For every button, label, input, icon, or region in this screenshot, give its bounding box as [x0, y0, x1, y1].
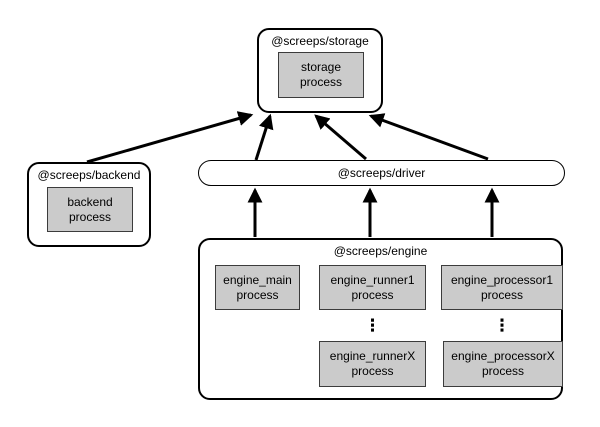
engine-runner1-process-box: engine_runner1 process: [319, 265, 426, 310]
processor-ellipsis: ⋮: [493, 316, 511, 336]
node-storage: @screeps/storage storage process: [257, 28, 383, 113]
engine-runnerX-process-box: engine_runnerX process: [319, 341, 426, 387]
runner-ellipsis: ⋮: [364, 316, 381, 336]
node-driver: @screeps/driver: [198, 160, 565, 186]
arrow-driver-to-storage-right: [368, 113, 489, 161]
engine-processorX-process-box: engine_processorX process: [443, 341, 563, 387]
arrow-backend-to-storage: [86, 111, 254, 164]
arrow-driver-to-storage-left: [254, 113, 274, 161]
node-engine-label: @screeps/engine: [333, 244, 428, 258]
storage-process-box: storage process: [278, 52, 364, 98]
node-backend: @screeps/backend backend process: [27, 162, 151, 247]
node-driver-label: @screeps/driver: [337, 166, 426, 180]
engine-main-process-box: engine_main process: [215, 265, 300, 310]
arrow-driver-to-storage-mid: [314, 114, 367, 161]
backend-process-box: backend process: [47, 187, 133, 232]
node-backend-label: @screeps/backend: [37, 168, 141, 182]
node-engine: @screeps/engine engine_main process engi…: [198, 238, 563, 400]
node-storage-label: @screeps/storage: [271, 34, 369, 48]
engine-processor1-process-box: engine_processor1 process: [441, 265, 563, 310]
